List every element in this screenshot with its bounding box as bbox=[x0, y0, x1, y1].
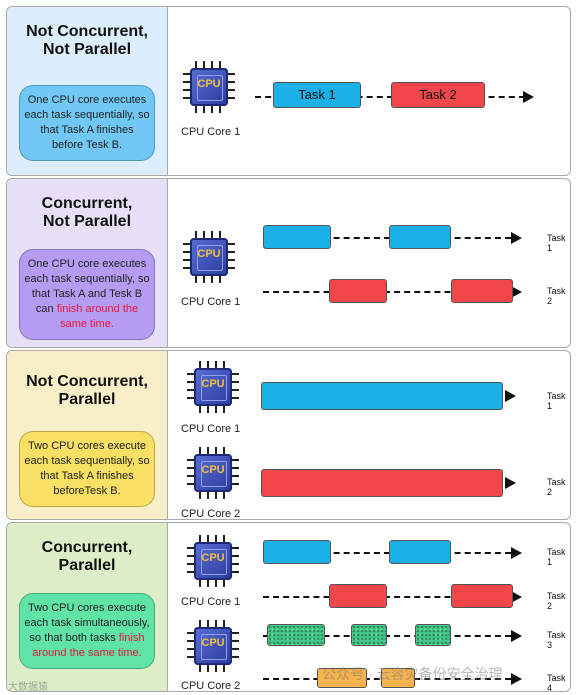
arrow-head-icon bbox=[505, 477, 516, 489]
panel-1-timeline: CPU CPU Core 1 Task 1 Task 2 bbox=[167, 7, 570, 175]
cpu-core-label: CPU Core 1 bbox=[181, 596, 241, 608]
task-block-2: Task 2 bbox=[391, 82, 485, 108]
description-text: One CPU core executes each task sequenti… bbox=[24, 258, 150, 315]
task-3-slice bbox=[351, 624, 387, 646]
cpu-chip-icon: CPU bbox=[187, 535, 239, 587]
title-line: Not Concurrent, bbox=[26, 23, 148, 40]
description-bubble: One CPU core executes each task sequenti… bbox=[19, 249, 155, 340]
timeline-line bbox=[263, 552, 511, 554]
description-text: Two CPU cores execute each task simultan… bbox=[24, 602, 150, 644]
cpu-core-label: CPU Core 1 bbox=[181, 423, 241, 435]
lane-label: Task 4 bbox=[547, 673, 566, 692]
description-bubble: Two CPU cores execute each task sequenti… bbox=[19, 431, 155, 507]
task-2-slice bbox=[329, 279, 387, 303]
panel-1-title: Not Concurrent, Not Parallel bbox=[7, 23, 167, 59]
watermark-small-text: 大数据猿 bbox=[8, 682, 48, 693]
lane-label: Task 2 bbox=[547, 477, 566, 497]
panel-3-title: Not Concurrent, Parallel bbox=[7, 373, 167, 409]
timeline-line bbox=[263, 237, 511, 239]
cpu-core-label: CPU Core 2 bbox=[181, 508, 241, 520]
panel-4-timeline: CPU CPU Core 1 CPU CPU Core 2 Task 1 Tas… bbox=[167, 523, 570, 691]
description-bubble: Two CPU cores execute each task simultan… bbox=[19, 593, 155, 669]
timeline-line bbox=[263, 596, 511, 598]
task-2-bar bbox=[261, 469, 503, 497]
timeline-line bbox=[263, 291, 511, 293]
watermark-text: 公众号 · 云容灾备份安全治理 bbox=[322, 666, 503, 682]
panel-2-title: Concurrent, Not Parallel bbox=[7, 195, 167, 231]
task-2-slice bbox=[451, 584, 513, 608]
arrow-head-icon bbox=[511, 286, 522, 298]
task-4-slice bbox=[317, 668, 367, 688]
task-4-slice bbox=[381, 668, 415, 688]
task-1-bar bbox=[261, 382, 503, 410]
panel-not-concurrent-parallel: Not Concurrent, Parallel Two CPU cores e… bbox=[6, 350, 571, 520]
arrow-head-icon bbox=[511, 630, 522, 642]
title-line: Concurrent, bbox=[41, 195, 133, 212]
cpu-chip-icon: CPU bbox=[187, 447, 239, 499]
cpu-core-label: CPU Core 1 bbox=[181, 126, 241, 138]
task-2-slice bbox=[451, 279, 513, 303]
cpu-core-label: CPU Core 2 bbox=[181, 680, 241, 692]
cpu-core-label: CPU Core 1 bbox=[181, 296, 241, 308]
task-block-1: Task 1 bbox=[273, 82, 361, 108]
lane-label: Task 1 bbox=[547, 233, 566, 253]
title-line: Parallel bbox=[58, 557, 116, 574]
panel-4-title: Concurrent, Parallel bbox=[7, 539, 167, 575]
timeline-line bbox=[263, 635, 511, 637]
lane-label: Task 3 bbox=[547, 630, 566, 650]
panel-1-left: Not Concurrent, Not Parallel One CPU cor… bbox=[7, 7, 168, 175]
task-1-slice bbox=[263, 540, 331, 564]
lane-label: Task 2 bbox=[547, 286, 566, 306]
description-text: One CPU core executes each task sequenti… bbox=[24, 94, 150, 151]
cpu-chip-icon: CPU bbox=[187, 361, 239, 413]
description-highlight: finish around the same time. bbox=[32, 632, 145, 659]
title-line: Not Parallel bbox=[42, 41, 132, 58]
description-highlight: finish around the same time. bbox=[56, 303, 139, 330]
task-3-slice bbox=[415, 624, 451, 646]
arrow-head-icon bbox=[505, 390, 516, 402]
panel-4-left: Concurrent, Parallel Two CPU cores execu… bbox=[7, 523, 168, 691]
title-line: Not Concurrent, bbox=[26, 373, 148, 390]
cpu-chip-icon: CPU bbox=[183, 231, 235, 283]
cpu-chip-icon: CPU bbox=[187, 620, 239, 672]
description-text: Two CPU cores execute each task sequenti… bbox=[24, 440, 150, 497]
title-line: Parallel bbox=[58, 391, 116, 408]
panel-3-left: Not Concurrent, Parallel Two CPU cores e… bbox=[7, 351, 168, 519]
arrow-head-icon bbox=[511, 232, 522, 244]
panel-3-timeline: CPU CPU Core 1 CPU CPU Core 2 Task 1 Tas… bbox=[167, 351, 570, 519]
arrow-head-icon bbox=[511, 673, 522, 685]
arrow-head-icon bbox=[511, 591, 522, 603]
task-2-slice bbox=[329, 584, 387, 608]
task-3-slice bbox=[267, 624, 325, 646]
title-line: Concurrent, bbox=[41, 539, 133, 556]
task-1-slice bbox=[263, 225, 331, 249]
title-line: Not Parallel bbox=[42, 213, 132, 230]
timeline-line bbox=[255, 96, 525, 98]
task-1-slice bbox=[389, 225, 451, 249]
arrow-head-icon bbox=[511, 547, 522, 559]
panel-2-timeline: CPU CPU Core 1 Task 1 Task 2 bbox=[167, 179, 570, 347]
panel-2-left: Concurrent, Not Parallel One CPU core ex… bbox=[7, 179, 168, 347]
panel-not-concurrent-not-parallel: Not Concurrent, Not Parallel One CPU cor… bbox=[6, 6, 571, 176]
panel-concurrent-parallel: Concurrent, Parallel Two CPU cores execu… bbox=[6, 522, 571, 692]
cpu-chip-icon: CPU bbox=[183, 61, 235, 113]
description-bubble: One CPU core executes each task sequenti… bbox=[19, 85, 155, 161]
arrow-head-icon bbox=[523, 91, 534, 103]
lane-label: Task 1 bbox=[547, 391, 566, 411]
lane-label: Task 1 bbox=[547, 547, 566, 567]
task-1-slice bbox=[389, 540, 451, 564]
lane-label: Task 2 bbox=[547, 591, 566, 611]
panel-concurrent-not-parallel: Concurrent, Not Parallel One CPU core ex… bbox=[6, 178, 571, 348]
